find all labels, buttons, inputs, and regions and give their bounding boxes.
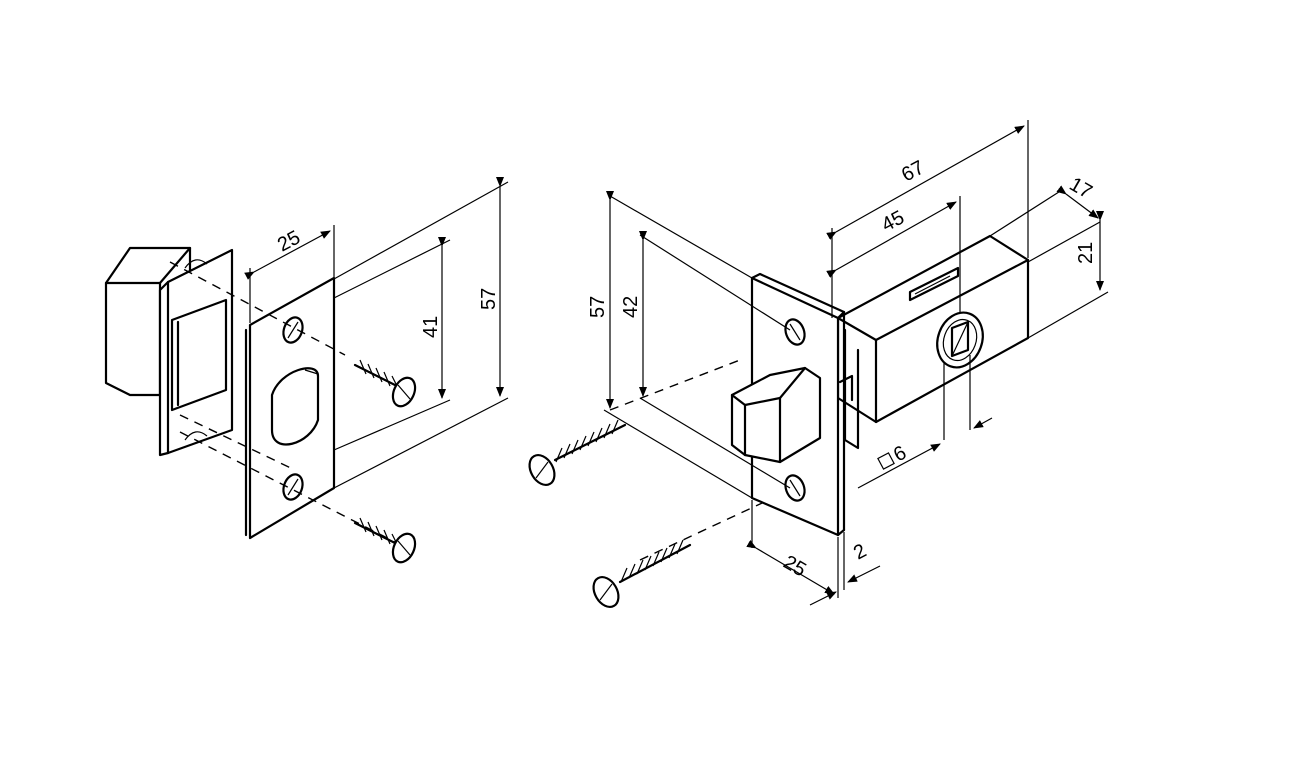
latch-bolt <box>730 366 822 464</box>
latch-dimensions: 57 42 67 45 17 21 6 25 <box>587 120 1109 606</box>
latch-body-height-label: 21 <box>1075 242 1097 264</box>
latch-plate-thickness-label: 2 <box>850 540 870 565</box>
strike-centerlines <box>169 261 396 543</box>
strike-hole-spacing-label: 41 <box>420 316 442 338</box>
latch-body <box>836 234 1030 450</box>
screw-latch-bottom <box>592 539 692 609</box>
latch-length-label: 67 <box>898 157 928 187</box>
screw-strike-bottom <box>353 517 417 564</box>
latch-height-label: 57 <box>587 296 609 318</box>
latch-centerlines <box>609 359 791 561</box>
strike-box <box>104 246 234 457</box>
screw-strike-top <box>353 359 417 408</box>
latch-hole-spacing-label: 42 <box>620 296 642 318</box>
strike-height-label: 57 <box>478 288 500 310</box>
strike-width-label: 25 <box>274 227 304 257</box>
strike-plate <box>244 276 336 540</box>
screw-latch-top <box>528 419 627 487</box>
square-spindle-icon <box>877 452 895 470</box>
latch-depth-label: 17 <box>1066 173 1096 203</box>
